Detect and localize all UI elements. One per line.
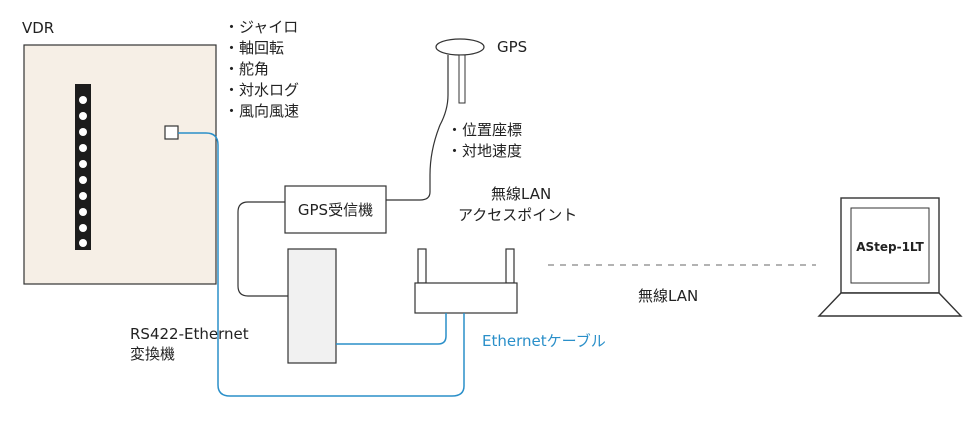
access-point-label-line2: アクセスポイント: [458, 206, 578, 224]
access-point-label-line1: 無線LAN: [491, 185, 552, 203]
vdr-cabinet: [23, 44, 217, 285]
gps-antenna-cable: [386, 55, 449, 201]
ethernet-cable-label: Ethernetケーブル: [482, 332, 606, 350]
gps-receiver-label: GPS受信機: [297, 201, 374, 219]
vdr-signal-item: 対水ログ: [224, 80, 299, 101]
vdr-signal-item: 軸回転: [224, 38, 299, 59]
ethernet-cable-converter-to-ap: [336, 313, 447, 345]
access-point-label: 無線LAN: [491, 184, 551, 204]
gps-receiver-box: [284, 185, 387, 234]
laptop-screen-label: AStep-1LT: [856, 240, 924, 254]
converter-label-line2: 変換機: [130, 345, 176, 363]
vdr-signal-list: ジャイロ 軸回転 舵角 対水ログ 風向風速: [224, 17, 299, 122]
gps-antenna-label: GPS: [497, 38, 528, 56]
vdr-connector-pins: [79, 96, 87, 247]
laptop-base: [817, 292, 963, 317]
gps-signal-item: 位置座標: [447, 120, 522, 141]
vdr-signal-item: 風向風速: [224, 101, 299, 122]
vdr-label: VDR: [22, 19, 55, 37]
ethernet-cable-vdr-to-ap: [178, 132, 465, 397]
vdr-output-port: [164, 125, 179, 140]
gps-antenna-mast: [458, 54, 466, 104]
converter-label-line1: RS422-Ethernet: [130, 325, 249, 343]
vdr-signal-item: 舵角: [224, 59, 299, 80]
laptop-screen: [850, 207, 930, 284]
gps-signal-list: 位置座標 対地速度: [447, 120, 522, 162]
gps-to-converter-cable: [237, 201, 288, 297]
wireless-label: 無線LAN: [638, 287, 699, 305]
access-point-antenna-left: [417, 248, 427, 284]
converter-box: [287, 248, 337, 364]
access-point-antenna-right: [505, 248, 515, 284]
gps-antenna-dish: [435, 38, 485, 56]
gps-signal-item: 対地速度: [447, 141, 522, 162]
access-point-body: [414, 282, 518, 314]
vdr-signal-item: ジャイロ: [224, 17, 299, 38]
